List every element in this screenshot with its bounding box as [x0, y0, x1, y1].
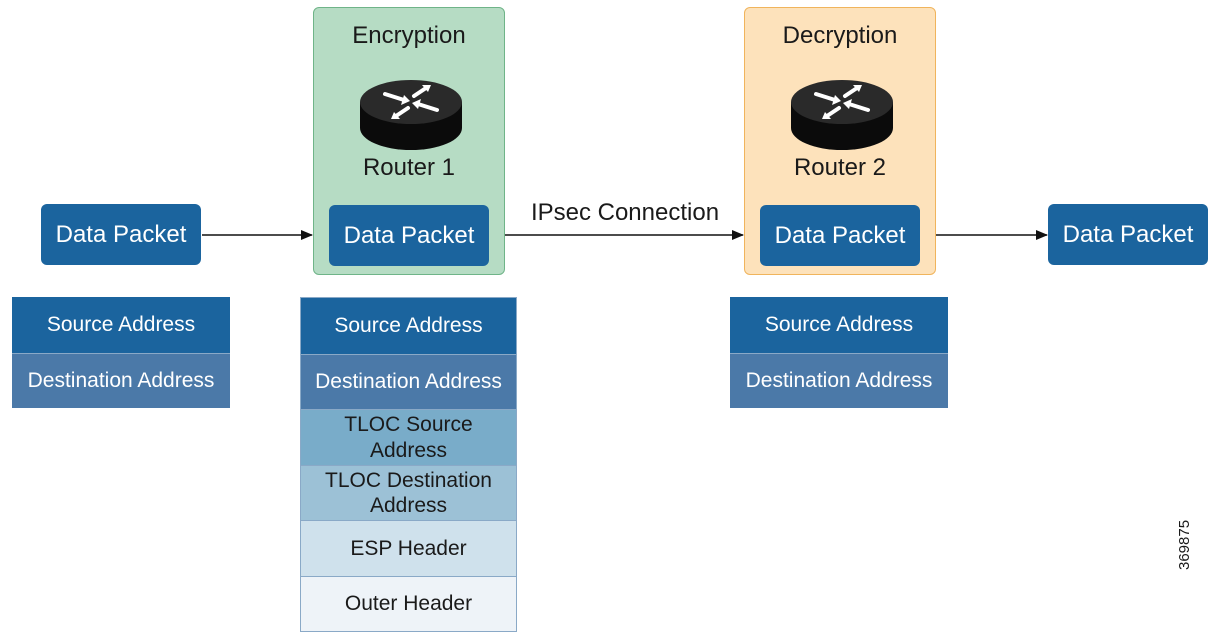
destination-address-field: Destination Address: [301, 354, 516, 409]
router1-data-packet: Data Packet: [329, 205, 489, 266]
decryption-panel: Decryption Router 2 Data Packet: [744, 7, 936, 275]
destination-address-field: Destination Address: [12, 353, 230, 408]
source-address-field: Source Address: [730, 297, 948, 353]
ipsec-connection-label: IPsec Connection: [530, 199, 720, 226]
esp-header-field: ESP Header: [301, 520, 516, 576]
encryption-panel: Encryption Router 1 Data Packet: [313, 7, 505, 275]
tloc-source-address-field: TLOC Source Address: [301, 409, 516, 465]
router1-label: Router 1: [362, 154, 456, 181]
router2-data-packet: Data Packet: [760, 205, 920, 266]
router2-label: Router 2: [793, 154, 887, 181]
source-address-field: Source Address: [12, 297, 230, 353]
router-icon: [791, 80, 893, 150]
tloc-destination-address-field: TLOC Destination Address: [301, 465, 516, 520]
router-icon: [360, 80, 462, 150]
destination-address-field: Destination Address: [730, 353, 948, 408]
encryption-title: Encryption: [352, 22, 466, 49]
source-data-packet: Data Packet: [41, 204, 201, 265]
outer-header-field: Outer Header: [301, 576, 516, 631]
decrypted-packet-headers: Source Address Destination Address: [730, 297, 948, 408]
source-address-field: Source Address: [301, 298, 516, 354]
original-packet-headers: Source Address Destination Address: [12, 297, 230, 408]
destination-data-packet: Data Packet: [1048, 204, 1208, 265]
encrypted-packet-headers: Source Address Destination Address TLOC …: [300, 297, 517, 632]
figure-id: 369875: [1176, 519, 1193, 570]
decryption-title: Decryption: [782, 22, 898, 49]
